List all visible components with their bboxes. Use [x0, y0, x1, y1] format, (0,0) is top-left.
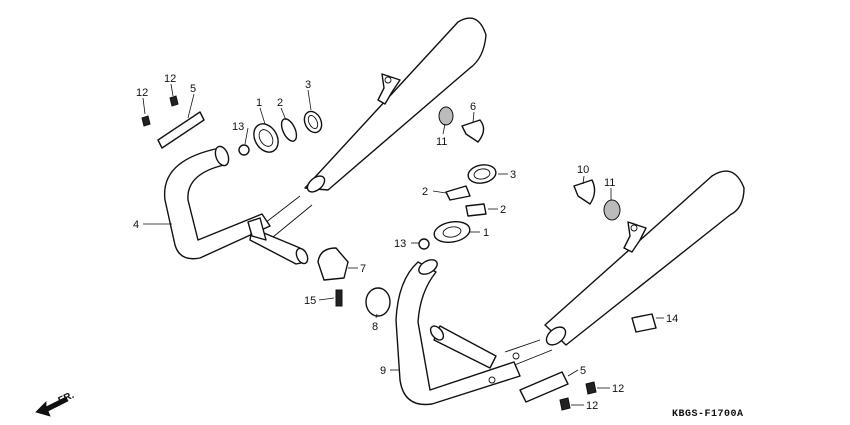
lower-muffler-hanger-bracket — [623, 221, 647, 253]
upper-band-7 — [317, 247, 349, 281]
lower-band-14 — [631, 313, 657, 333]
upper-stud-bolt-13 — [238, 144, 250, 156]
label-10: 10 — [577, 164, 589, 176]
upper-muffler-hanger-bracket — [377, 73, 401, 105]
upper-bolt-15 — [335, 289, 343, 307]
upper-band-6 — [461, 119, 485, 143]
upper-cap-nut-12b — [169, 95, 179, 107]
label-7: 7 — [360, 263, 366, 275]
upper-muffler — [247, 17, 487, 247]
lower-cap-nut-12d — [559, 397, 571, 411]
lower-exhaust-pipe — [395, 259, 521, 406]
lower-split-collar-2a — [445, 185, 471, 201]
upper-gasket-3 — [303, 110, 323, 134]
label-12-upper-b: 12 — [164, 73, 176, 85]
fr-label: FR. — [57, 390, 76, 407]
label-1-upper: 1 — [256, 97, 262, 109]
lower-split-collar-2b — [465, 203, 487, 217]
lower-band-bolt-11 — [603, 199, 621, 221]
label-14: 14 — [666, 313, 678, 325]
label-2-lower-b: 2 — [500, 204, 506, 216]
lower-stud-bolt-13 — [418, 238, 430, 250]
label-5-lower: 5 — [580, 365, 586, 377]
label-13-upper: 13 — [232, 121, 244, 133]
label-3-lower: 3 — [510, 169, 516, 181]
upper-collar-8 — [365, 287, 391, 317]
leader-lines — [142, 83, 664, 406]
upper-cap-nut-12a — [141, 115, 151, 127]
upper-joint-collar-1 — [253, 123, 279, 153]
front-direction-arrow: FR. — [35, 390, 76, 417]
label-11-upper: 11 — [436, 136, 447, 148]
lower-gasket-3 — [467, 164, 497, 184]
lower-muffler — [504, 170, 745, 367]
upper-exhaust-pipe — [163, 145, 309, 265]
drawing-code: KBGS-F1700A — [672, 409, 744, 420]
arrow-icon — [35, 396, 69, 417]
label-2-lower-a: 2 — [422, 186, 428, 198]
label-13-lower: 13 — [394, 238, 406, 250]
label-8: 8 — [372, 321, 378, 333]
label-5-upper: 5 — [190, 83, 196, 95]
label-1-lower: 1 — [483, 227, 489, 239]
lower-band-10 — [573, 179, 596, 205]
label-11-lower: 11 — [604, 177, 615, 189]
label-12-upper-a: 12 — [136, 87, 148, 99]
upper-band-bolt-11 — [438, 106, 454, 126]
label-3-upper: 3 — [305, 79, 311, 91]
upper-split-collar-2 — [280, 118, 298, 142]
lower-heat-shield-plate — [519, 371, 569, 403]
label-12-lower-b: 12 — [586, 400, 598, 412]
label-6: 6 — [470, 101, 476, 113]
label-4: 4 — [133, 219, 139, 231]
upper-heat-shield-plate — [157, 111, 205, 149]
lower-cap-nut-12c — [585, 381, 597, 395]
label-15: 15 — [304, 295, 316, 307]
label-12-lower-a: 12 — [612, 383, 624, 395]
label-9: 9 — [380, 365, 386, 377]
label-2-upper: 2 — [277, 97, 283, 109]
lower-joint-collar-1 — [433, 220, 471, 244]
